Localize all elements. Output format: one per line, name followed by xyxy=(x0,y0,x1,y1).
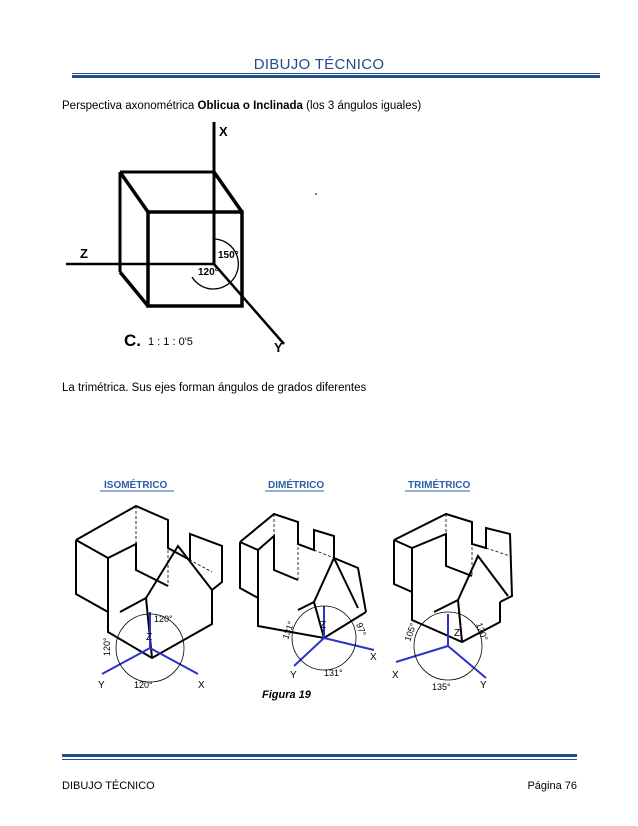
hidden-edge xyxy=(445,514,511,576)
iso-y-label: Y xyxy=(98,680,105,691)
cube-edge xyxy=(118,270,150,308)
intro-suffix: (los 3 ángulos iguales) xyxy=(302,100,422,112)
dim-z-label: Z xyxy=(320,620,326,631)
dimetric-view: DIMÉTRICO Z Y X 131° 97° 131° xyxy=(239,478,377,681)
intro-paragraph: Perspectiva axonométrica Oblicua o Incli… xyxy=(62,100,421,112)
iso-x-axis xyxy=(149,647,199,675)
object-edge xyxy=(313,601,325,639)
y-axis-line xyxy=(213,263,285,345)
object-edge xyxy=(457,599,463,643)
angle-120-label: 120° xyxy=(198,267,219,278)
trimetric-view: TRIMÉTRICO Z X Y 105° 120° 135° xyxy=(392,478,514,692)
dim-angle-right: 97° xyxy=(354,621,368,638)
z-axis-label: Z xyxy=(80,246,88,261)
footer-title: DIBUJO TÉCNICO xyxy=(62,780,155,792)
tri-z-label: Z xyxy=(454,628,460,639)
iso-angle-top: 120° xyxy=(154,614,173,624)
oblique-cube-figure: X Z Y 150° 120° C. 1 : 1 : 0'5 xyxy=(66,122,317,355)
tri-y-axis xyxy=(447,645,487,679)
trimetric-title: TRIMÉTRICO xyxy=(408,478,470,491)
hidden-edge xyxy=(273,514,335,580)
iso-angle-bottom: 120° xyxy=(134,680,153,690)
dim-angle-left: 131° xyxy=(280,619,296,640)
y-axis-label: Y xyxy=(274,340,283,355)
x-axis-label: X xyxy=(219,124,228,139)
iso-angle-circle xyxy=(115,613,185,683)
tri-angle-left: 105° xyxy=(402,621,418,642)
iso-x-label: X xyxy=(198,680,205,691)
axonometric-comparison-figure: ISOMÉTRICO Z Y X 120° 120° 120° DIMÉTRIC… xyxy=(75,478,514,701)
object-edge xyxy=(239,542,367,640)
header-rule-thick xyxy=(72,75,600,78)
isometric-title: ISOMÉTRICO xyxy=(104,478,168,491)
iso-angle-left: 120° xyxy=(102,637,112,656)
footer-rule-thin xyxy=(62,759,577,760)
isometric-view: ISOMÉTRICO Z Y X 120° 120° 120° xyxy=(75,478,223,691)
object-edge xyxy=(297,555,359,611)
intro-bold: Oblicua o Inclinada xyxy=(197,100,303,112)
object-edge xyxy=(75,540,213,660)
header-rule-thin xyxy=(72,73,600,74)
iso-z-label: Z xyxy=(146,632,152,643)
cube-edge xyxy=(212,170,244,214)
dim-x-label: X xyxy=(370,652,377,663)
dim-angle-circle xyxy=(291,605,357,671)
page-header-title: DIBUJO TÉCNICO xyxy=(253,56,385,73)
cube-front-face xyxy=(146,210,244,308)
page-number: Página 76 xyxy=(527,780,577,792)
angle-arc xyxy=(191,238,239,290)
scale-ratio-label: 1 : 1 : 0'5 xyxy=(148,336,193,348)
object-edge xyxy=(75,539,109,612)
dimetric-title: DIMÉTRICO xyxy=(268,478,324,491)
tri-angle-bottom: 135° xyxy=(432,682,451,692)
object-edge xyxy=(433,554,509,613)
stray-dot xyxy=(315,193,317,195)
tri-angle-circle xyxy=(413,611,483,681)
dim-y-axis xyxy=(293,637,325,667)
hidden-edge xyxy=(135,506,213,586)
tri-y-label: Y xyxy=(480,680,487,691)
tri-angle-right: 120° xyxy=(474,621,490,642)
dim-y-label: Y xyxy=(290,670,297,681)
footer-rule-thick xyxy=(62,754,577,757)
figure-caption: Figura 19 xyxy=(262,689,312,701)
dim-x-axis xyxy=(323,637,375,651)
iso-y-axis xyxy=(101,647,151,675)
tri-x-label: X xyxy=(392,670,399,681)
angle-150-label: 150° xyxy=(218,250,239,261)
dim-angle-bottom: 131° xyxy=(324,668,343,678)
trimetric-paragraph: La trimétrica. Sus ejes forman ángulos d… xyxy=(62,382,367,394)
object-edge xyxy=(119,544,213,613)
object-edge xyxy=(107,542,169,587)
cube-edge xyxy=(118,170,150,214)
intro-prefix: Perspectiva axonométrica xyxy=(62,100,198,112)
scale-c-label: C. xyxy=(124,331,141,350)
tri-x-axis xyxy=(395,645,449,663)
object-edge xyxy=(411,532,473,577)
object-edge xyxy=(393,540,501,644)
object-edge xyxy=(257,533,299,581)
